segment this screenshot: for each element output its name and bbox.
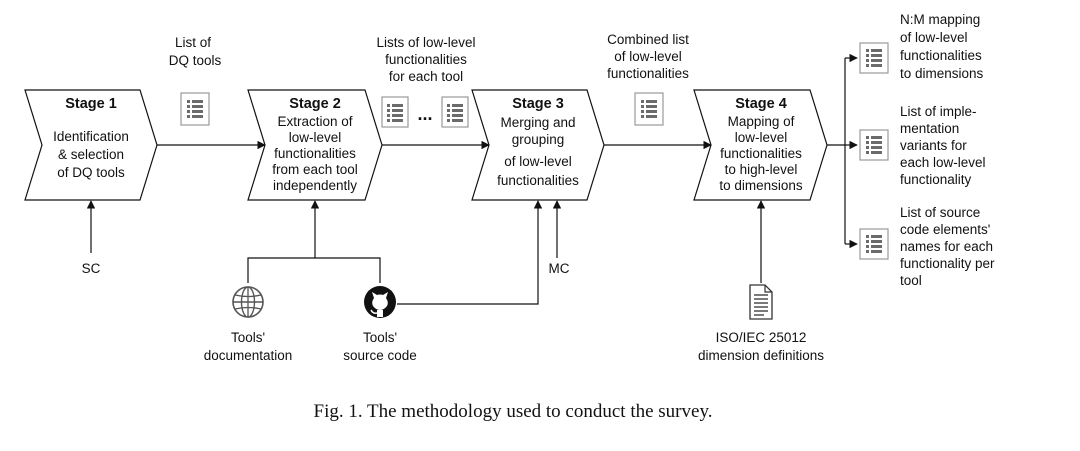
stage-2-line-3: functionalities xyxy=(274,146,356,161)
output-2-line-4: each low-level xyxy=(900,155,986,170)
stage-3-box: Stage 3 Merging and grouping of low-leve… xyxy=(471,89,605,201)
github-icon xyxy=(364,286,396,318)
stage-4-line-2: low-level xyxy=(735,130,788,145)
list-of-tools-label-1: List of xyxy=(175,35,211,50)
iso-label-1: ISO/IEC 25012 xyxy=(716,330,807,345)
list-of-tools-label-2: DQ tools xyxy=(169,53,222,68)
stage-1-line-1: Identification xyxy=(53,129,129,144)
arrow-sourcecode-to-stage3 xyxy=(397,200,543,305)
stage-4-title: Stage 4 xyxy=(735,96,787,112)
stage-2-title: Stage 2 xyxy=(289,96,341,112)
stage-2-box: Stage 2 Extraction of low-level function… xyxy=(247,89,383,201)
list-document-icon xyxy=(180,92,210,126)
figure-caption: Fig. 1. The methodology used to conduct … xyxy=(314,401,713,422)
output-3-line-3: names for each xyxy=(900,239,993,254)
list-document-icon xyxy=(381,96,409,128)
list-document-icon xyxy=(859,129,889,161)
stage-1-title: Stage 1 xyxy=(65,96,117,112)
output-2-line-2: mentation xyxy=(900,121,959,136)
output-3-line-2: code elements' xyxy=(900,222,990,237)
stage-2-line-2: low-level xyxy=(289,130,342,145)
stage-2-line-1: Extraction of xyxy=(277,114,352,129)
stage-1-line-2: & selection xyxy=(58,147,124,162)
output-1-line-1: N:M mapping xyxy=(900,12,980,27)
stage-2-line-4: from each tool xyxy=(272,162,358,177)
combined-list-label-3: functionalities xyxy=(607,66,689,81)
globe-icon xyxy=(232,286,264,318)
stage-2-line-5: independently xyxy=(273,178,357,193)
stage-3-line-1: Merging and xyxy=(500,115,575,130)
stage-3-line-3: of low-level xyxy=(504,154,572,169)
output-1-line-2: of low-level xyxy=(900,30,968,45)
output-2-line-3: variants for xyxy=(900,138,967,153)
stage-4-line-1: Mapping of xyxy=(728,114,795,129)
lists-per-tool-label-2: functionalities xyxy=(385,52,467,67)
combined-list-label-1: Combined list xyxy=(607,32,689,47)
output-3-line-4: functionality per xyxy=(900,256,995,271)
list-document-icon xyxy=(441,96,469,128)
output-3-line-1: List of source xyxy=(900,205,980,220)
stage-4-line-4: to high-level xyxy=(725,162,798,177)
stage-3-line-2: grouping xyxy=(512,132,565,147)
list-document-icon xyxy=(859,42,889,74)
output-3-line-5: tool xyxy=(900,273,922,288)
output-1-line-4: to dimensions xyxy=(900,66,984,81)
stage-4-box: Stage 4 Mapping of low-level functionali… xyxy=(693,89,828,201)
documentation-label-1: Tools' xyxy=(231,330,265,345)
documentation-label-2: documentation xyxy=(204,348,293,363)
mc-label: MC xyxy=(549,261,570,276)
stage-4-line-3: functionalities xyxy=(720,146,802,161)
stage-4-line-5: to dimensions xyxy=(719,178,803,193)
stage-3-line-4: functionalities xyxy=(497,173,579,188)
stage-1-box: Stage 1 Identification & selection of DQ… xyxy=(24,89,158,201)
ellipsis-label: ... xyxy=(417,104,432,124)
iso-label-2: dimension definitions xyxy=(698,348,824,363)
lists-per-tool-label-1: Lists of low-level xyxy=(376,35,475,50)
list-document-icon xyxy=(859,228,889,260)
combined-list-label-2: of low-level xyxy=(614,49,682,64)
output-1-line-3: functionalities xyxy=(900,48,982,63)
text-document-icon xyxy=(749,284,773,320)
lists-per-tool-label-3: for each tool xyxy=(389,69,463,84)
output-2-line-1: List of imple- xyxy=(900,104,977,119)
sc-label: SC xyxy=(82,261,101,276)
stage-3-title: Stage 3 xyxy=(512,96,564,112)
stage-1-line-3: of DQ tools xyxy=(57,165,125,180)
list-document-icon xyxy=(634,92,664,126)
output-2-line-5: functionality xyxy=(900,172,972,187)
source-code-label-2: source code xyxy=(343,348,417,363)
connector-sources-to-stage2 xyxy=(247,257,381,283)
source-code-label-1: Tools' xyxy=(363,330,397,345)
